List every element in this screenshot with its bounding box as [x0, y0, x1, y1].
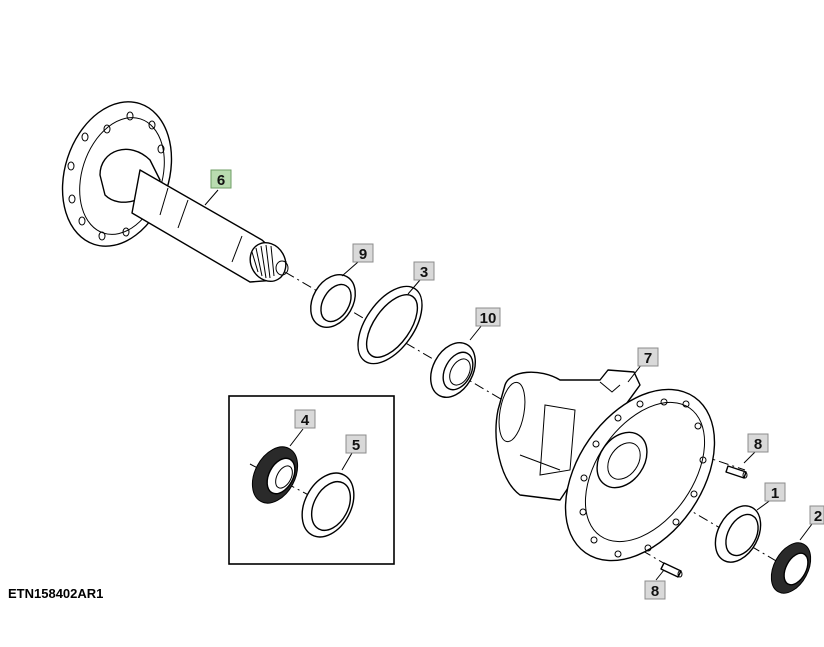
callout-3: 3 [413, 261, 435, 281]
callout-10: 10 [475, 307, 501, 327]
callout-1-label: 1 [771, 485, 779, 502]
bearing-cone [770, 542, 812, 594]
callout-4: 4 [294, 409, 316, 429]
oil-seal [430, 342, 476, 398]
callout-7-label: 7 [644, 350, 652, 367]
callout-2: 2 [809, 505, 824, 525]
flange-bolt-holes [67, 111, 165, 241]
callout-6: 6 [210, 169, 232, 189]
callout-9-label: 9 [359, 246, 367, 263]
callout-1: 1 [764, 482, 786, 502]
callout-3-label: 3 [420, 264, 428, 281]
callout-9: 9 [352, 243, 374, 263]
callout-8-lower-label: 8 [651, 583, 659, 600]
shaft-splines [251, 244, 275, 279]
large-shim-ring [357, 285, 423, 365]
callout-6-label: 6 [217, 172, 225, 189]
dowel-pin-lower [660, 562, 683, 578]
inset-detail [228, 395, 395, 565]
callout-5-label: 5 [352, 437, 360, 454]
callout-4-label: 4 [301, 412, 310, 429]
seal-ring-small [310, 274, 356, 328]
housing-bolt-holes [579, 398, 707, 558]
callout-8-upper-label: 8 [754, 436, 762, 453]
inset-bearing-cup [301, 472, 355, 538]
dowel-pin-upper [725, 465, 748, 479]
callout-2-label: 2 [814, 508, 822, 525]
figure-id: ETN158402AR1 [8, 586, 103, 601]
axle-housing [495, 369, 716, 562]
bearing-cup [714, 505, 762, 563]
axle-shaft [61, 101, 289, 283]
callout-10-label: 10 [480, 310, 497, 327]
callout-7: 7 [637, 347, 659, 367]
callout-5: 5 [345, 434, 367, 454]
callout-8-lower: 8 [644, 580, 666, 600]
callout-8-upper: 8 [747, 433, 769, 453]
inset-bearing-cone [251, 446, 299, 504]
